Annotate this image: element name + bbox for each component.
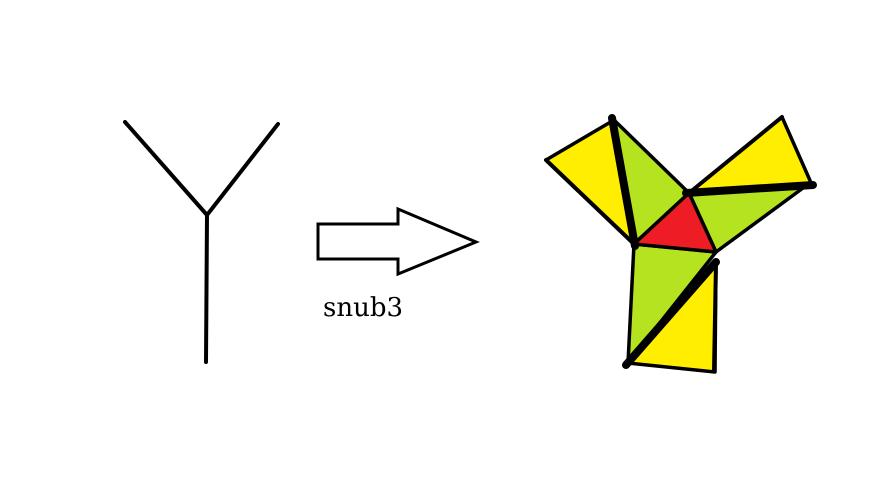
y-graph-stem	[204, 213, 209, 364]
snub-figure	[544, 114, 817, 374]
outer-edge-bottom	[712, 260, 718, 373]
transform-arrow	[316, 206, 480, 277]
snub-edge-top-left	[608, 114, 639, 250]
arrow-caption: snub3	[323, 293, 403, 323]
outer-edge-right	[687, 115, 784, 195]
center-triangle	[632, 191, 718, 254]
y-graph	[123, 120, 280, 364]
outer-edge-top-left	[544, 158, 636, 246]
snub-edge-right	[682, 181, 817, 197]
outer-triangle-right	[687, 115, 814, 195]
y-graph-right-branch	[205, 122, 280, 217]
snub-edge-bottom	[622, 258, 720, 369]
y-graph-left-branch	[123, 120, 209, 217]
